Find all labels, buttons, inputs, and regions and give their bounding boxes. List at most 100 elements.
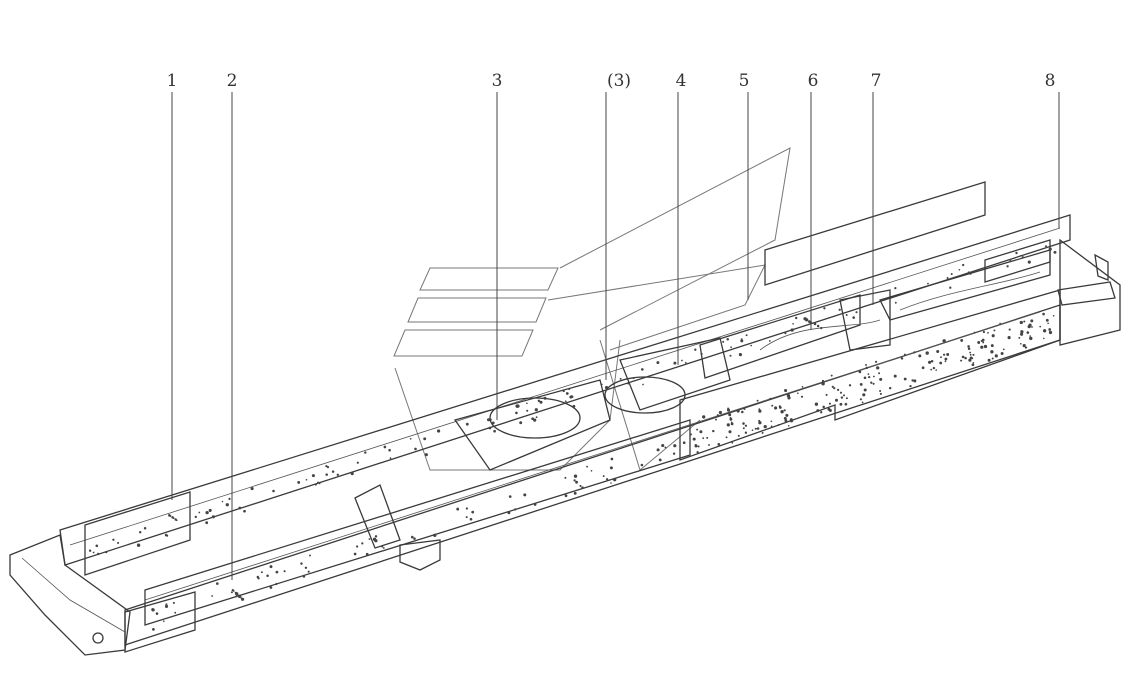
callout-label-3: 3: [492, 71, 503, 91]
rivet-hole: [699, 430, 703, 434]
rivet-hole: [1043, 337, 1045, 340]
rivet-hole: [1031, 326, 1033, 328]
rivet-hole: [744, 424, 748, 427]
callout-label-4: 4: [676, 71, 687, 91]
rivet-hole: [783, 409, 786, 412]
rivet-hole: [845, 397, 848, 400]
callout-label-6: 6: [808, 71, 819, 91]
rivet-hole: [858, 370, 862, 374]
rivet-hole: [783, 416, 787, 420]
rivet-hole: [414, 447, 417, 451]
rivet-hole: [673, 444, 677, 448]
rivet-hole: [238, 594, 242, 599]
rivet-hole: [1048, 328, 1052, 331]
rivet-hole: [842, 394, 846, 397]
rivet-hole: [913, 351, 916, 354]
rivet-hole: [331, 470, 335, 473]
rivet-hole: [572, 404, 576, 408]
rivet-hole: [940, 356, 942, 359]
rivet-holes: [88, 245, 1057, 631]
rivet-hole: [471, 510, 475, 514]
rivet-hole: [911, 379, 914, 382]
rivet-hole: [763, 424, 767, 429]
rivet-hole: [383, 445, 387, 449]
rivet-hole: [1020, 330, 1024, 334]
rivet-hole: [774, 406, 778, 410]
rivet-hole: [777, 423, 780, 426]
leader-lines: [171, 92, 1060, 580]
rivet-hole: [839, 391, 843, 394]
rivet-hole: [909, 384, 912, 388]
rivet-hole: [564, 494, 568, 498]
rivet-hole: [318, 482, 321, 485]
rivet-hole: [1007, 336, 1011, 340]
rivet-hole: [164, 604, 169, 608]
rivet-hole: [564, 400, 567, 403]
rivet-hole: [784, 419, 788, 423]
rivet-hole: [820, 411, 823, 414]
rivet-hole: [930, 368, 933, 371]
rivet-hole: [971, 363, 975, 367]
rivet-hole: [413, 537, 416, 540]
rivet-hole: [816, 324, 820, 328]
rivet-hole: [852, 316, 855, 319]
rivet-hole: [260, 571, 263, 574]
rivet-hole: [205, 521, 209, 525]
rivet-hole: [619, 377, 622, 380]
rivet-hole: [664, 446, 667, 449]
rivet-hole: [946, 276, 949, 280]
rivet-hole: [726, 337, 729, 341]
rivet-hole: [977, 341, 981, 344]
rivet-hole: [702, 437, 705, 440]
rivet-hole: [381, 545, 384, 548]
rivet-hole: [969, 351, 972, 354]
rivet-hole: [730, 422, 734, 426]
rivet-hole: [250, 487, 254, 491]
rivet-hole: [208, 508, 212, 512]
rivet-hole: [761, 431, 764, 434]
rivet-hole: [737, 434, 740, 437]
rivet-hole: [742, 422, 745, 425]
rivet-hole: [533, 418, 537, 422]
rivet-hole: [870, 381, 873, 384]
rivet-hole: [465, 516, 468, 519]
rivet-hole: [136, 543, 141, 547]
rivet-hole: [411, 535, 414, 539]
rivet-hole: [152, 628, 155, 631]
front-cross-member: [1057, 238, 1121, 346]
rivet-hole: [927, 282, 929, 285]
rivet-hole: [1044, 245, 1048, 248]
rivet-hole: [243, 509, 246, 513]
rivet-hole: [573, 491, 577, 495]
rivet-hole: [859, 398, 863, 401]
rivet-hole: [999, 322, 1001, 325]
rivet-hole: [987, 332, 989, 334]
rivet-hole: [515, 404, 519, 408]
rivet-hole: [456, 507, 460, 511]
rivet-hole: [673, 361, 677, 365]
rivet-hole: [230, 591, 233, 594]
rivet-hole: [962, 263, 965, 267]
rivet-hole: [689, 433, 692, 436]
rivet-hole: [754, 427, 757, 430]
rivet-hole: [715, 418, 717, 421]
rivet-hole: [533, 503, 537, 506]
callout-label-3-paren: (3): [607, 71, 631, 91]
rivet-hole: [1027, 324, 1031, 329]
rivet-hole: [958, 268, 961, 271]
rivet-hole: [821, 382, 825, 386]
rivet-hole: [92, 551, 95, 554]
rivet-hole: [610, 482, 612, 484]
rivet-hole: [750, 344, 752, 347]
rivet-hole: [325, 464, 328, 468]
rivet-hole: [305, 478, 308, 481]
rivet-hole: [863, 376, 867, 380]
rivet-hole: [364, 451, 367, 454]
rivet-hole: [586, 465, 589, 468]
rivet-hole: [865, 363, 867, 366]
rivet-hole: [232, 590, 235, 592]
rivet-hole: [361, 542, 364, 545]
rivet-hole: [355, 545, 359, 548]
rivet-hole: [743, 408, 746, 410]
rivet-hole: [1015, 251, 1018, 255]
